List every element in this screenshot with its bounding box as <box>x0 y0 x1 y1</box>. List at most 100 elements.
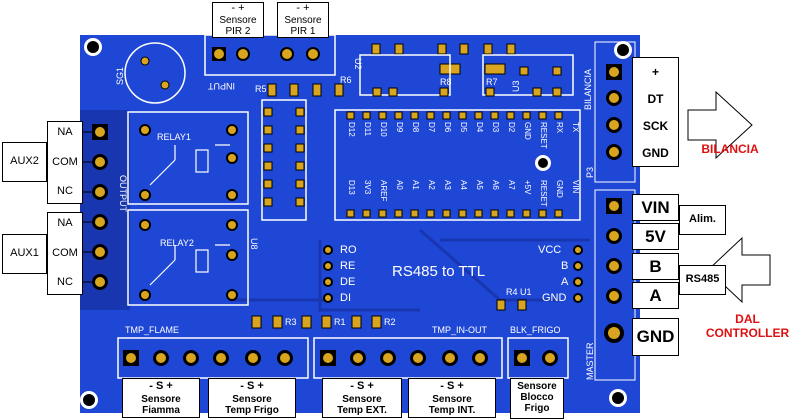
rs-left-pads <box>323 245 333 303</box>
blocco-label: Sensore Blocco Frigo <box>517 381 557 414</box>
vin-box <box>632 194 679 221</box>
input-connector <box>204 34 336 76</box>
arduino-top-pin-label: D3 <box>491 122 500 133</box>
bilancia-silk: BILANCIA <box>583 68 593 110</box>
arduino-top-pin-label: D2 <box>507 122 516 133</box>
gnd-box <box>632 318 679 356</box>
buzzer-outline <box>124 42 186 104</box>
sg1-label: SG1 <box>115 66 125 85</box>
aux2-com: COM <box>52 156 78 168</box>
r6-label: R6 <box>340 75 352 85</box>
tmp-in-out-label: TMP_IN-OUT <box>432 325 487 335</box>
r7-label: R7 <box>486 77 498 87</box>
arduino-top-pin-label: D8 <box>411 122 420 133</box>
relay-symbols <box>149 144 230 286</box>
bilancia-gnd: GND <box>642 146 669 160</box>
dal-controller-title: DAL CONTROLLER <box>705 312 790 340</box>
pir1-label: Sensore PIR 1 <box>284 15 322 37</box>
u2-outline <box>359 54 451 96</box>
a-label: A <box>649 286 662 305</box>
aux1-name: AUX1 <box>10 247 39 259</box>
rs-a: A <box>561 276 569 288</box>
frigo-pins: - S + <box>240 380 264 392</box>
master-strip <box>594 189 636 381</box>
fiamma-box <box>122 378 200 418</box>
arduino-bottom-pin-label: A7 <box>507 180 516 190</box>
rs-vcc: VCC <box>538 244 562 256</box>
arduino-bottom-pin-label: A5 <box>475 180 484 190</box>
r8-label: R8 <box>440 77 452 87</box>
blocco-box <box>510 378 564 419</box>
arduino-bottom-pins <box>346 209 563 218</box>
pir2-box <box>212 2 264 38</box>
alim-box <box>679 205 726 235</box>
tmp-flame-label: TMP_FLAME <box>125 325 180 335</box>
bilancia-box <box>632 57 679 167</box>
pir1-pins: - + <box>296 2 310 14</box>
arrow-out-icon <box>687 90 753 160</box>
arduino-top-pin-label: GND <box>523 122 532 140</box>
arduino-bottom-pin-label: +5V <box>523 180 532 195</box>
u2-label: U2 <box>353 58 363 70</box>
arduino-top-pin-label: TX <box>571 122 580 133</box>
arduino-bottom-pin-label: A6 <box>491 180 500 190</box>
arduino-bottom-pin-label: GND <box>555 180 564 198</box>
arduino-top-pin-label: D11 <box>363 122 372 137</box>
blk-frigo-label: BLK_FRIGO <box>510 325 561 335</box>
arduino-top-pin-label: D5 <box>459 122 468 133</box>
v5-box <box>632 223 679 250</box>
arduino-bottom-pin-label: A3 <box>443 180 452 190</box>
r3-label: R3 <box>285 317 297 327</box>
u3-outline <box>482 54 574 96</box>
rs-de: DE <box>340 276 356 288</box>
relay-pads <box>139 124 238 301</box>
output-pads <box>92 124 108 290</box>
rs-gnd: GND <box>542 292 567 304</box>
arduino-bottom-pin-label: A2 <box>427 180 436 190</box>
rs485-title: RS485 to TTL <box>392 263 486 280</box>
fiamma-label: Sensore Fiamma <box>141 394 181 416</box>
aux2-box <box>2 142 47 182</box>
pir2-label: Sensore PIR 2 <box>219 15 257 37</box>
bilancia-pads <box>606 64 622 160</box>
gnd-label: GND <box>636 327 675 346</box>
arduino-bottom-pin-label: AREF <box>379 180 388 202</box>
p3-label: P3 <box>585 166 595 178</box>
aux2-pin-box <box>47 121 83 204</box>
r4-pads <box>496 299 527 311</box>
input-pins <box>212 47 320 61</box>
aux2-name: AUX2 <box>10 155 39 167</box>
arduino-footprint <box>334 109 581 221</box>
a-box <box>632 282 679 309</box>
rs-right-pads <box>573 245 583 303</box>
u3-label: U3 <box>511 80 521 92</box>
pir2-pins: - + <box>231 2 245 14</box>
u8-pins <box>263 107 305 207</box>
aux1-pin-box <box>47 212 83 295</box>
frigo-label: Sensore Temp Frigo <box>225 394 279 416</box>
b-label: B <box>649 257 662 276</box>
bilancia-title: BILANCIA <box>701 142 759 156</box>
vin-label: VIN <box>641 198 670 217</box>
relay2-outline <box>127 209 249 306</box>
r5-label: R5 <box>255 84 267 94</box>
ext-pins: - S + <box>350 380 374 392</box>
mount-holes <box>80 38 632 409</box>
arduino-bottom-pin-label: D13 <box>347 180 356 195</box>
aux2-nc: NC <box>57 185 73 197</box>
arduino-top-pin-label: RESET <box>539 122 548 149</box>
arduino-top-pin-label: D4 <box>475 122 484 133</box>
aux1-nc: NC <box>57 276 73 288</box>
bilancia-strip <box>594 41 636 183</box>
frigo-box <box>208 378 296 418</box>
input-label: INPUT <box>208 81 235 91</box>
aux1-na: NA <box>57 217 73 229</box>
master-silk: MASTER <box>585 342 595 380</box>
arduino-top-pin-label: D6 <box>443 122 452 133</box>
arduino-top-pin-label: D7 <box>427 122 436 133</box>
arduino-top-pin-label: D9 <box>395 122 404 133</box>
r4-label: R4 <box>506 287 518 297</box>
rs485-box <box>679 265 726 295</box>
